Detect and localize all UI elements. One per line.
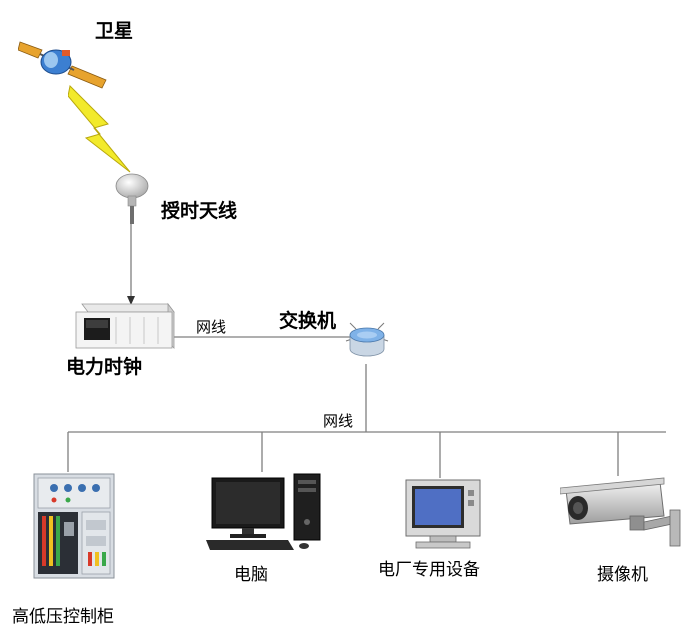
antenna-label: 授时天线: [161, 200, 238, 222]
satellite-icon: [18, 41, 107, 89]
gps-antenna-icon: [115, 173, 149, 224]
desktop-computer-icon: [206, 473, 321, 550]
network-cable-label-mid: 网线: [323, 412, 354, 430]
lightning-icon: [68, 84, 131, 173]
satellite-label: 卫星: [95, 20, 134, 42]
crt-monitor-icon: [405, 479, 481, 549]
power-clock-label: 电力时钟: [66, 356, 143, 378]
switchgear-cabinet-icon: [33, 473, 115, 579]
network-switch-icon: [345, 322, 389, 357]
computer-label: 电脑: [234, 565, 268, 585]
network-cable-label-top: 网线: [196, 318, 227, 336]
rack-clock-icon: [75, 302, 175, 349]
plant-equipment-label: 电厂专用设备: [378, 560, 480, 580]
control-cabinet-label: 高低压控制柜: [12, 607, 114, 627]
camera-label: 摄像机: [597, 565, 648, 585]
switch-label: 交换机: [279, 310, 337, 332]
cctv-camera-icon: [560, 477, 681, 547]
antenna-to-clock-arrowhead: [127, 296, 135, 305]
